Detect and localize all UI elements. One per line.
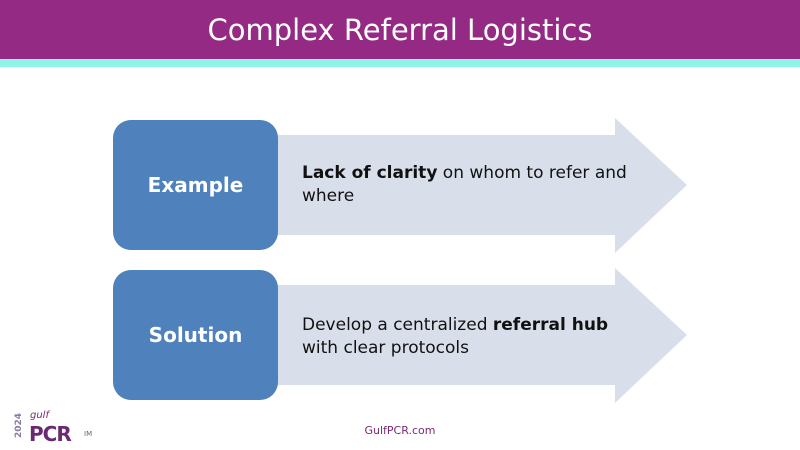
arrow-solution bbox=[250, 268, 687, 403]
footer-url[interactable]: GulfPCR.com bbox=[364, 424, 436, 437]
logo-name: PCR bbox=[29, 422, 72, 446]
solution-text-pre: Develop a centralized bbox=[302, 315, 493, 335]
slide-title: Complex Referral Logistics bbox=[0, 0, 800, 59]
header-stripe bbox=[0, 59, 800, 67]
example-text-rest: on whom to refer and where bbox=[302, 163, 627, 206]
arrow-example bbox=[250, 118, 687, 253]
logo-brand: gulf bbox=[30, 410, 49, 421]
example-box: Example bbox=[113, 120, 278, 250]
example-label: Example bbox=[147, 173, 244, 197]
solution-label: Solution bbox=[148, 323, 243, 347]
solution-text: Develop a centralized referral hub with … bbox=[302, 314, 642, 360]
logo-year: 2024 bbox=[14, 412, 24, 438]
gulfpcr-logo: 2024 gulf PCR IM bbox=[14, 410, 114, 448]
solution-text-post: with clear protocols bbox=[302, 338, 470, 358]
example-text: Lack of clarity on whom to refer and whe… bbox=[302, 162, 642, 208]
logo-mark: IM bbox=[84, 430, 93, 438]
solution-box: Solution bbox=[113, 270, 278, 400]
example-text-bold: Lack of clarity bbox=[302, 163, 438, 183]
solution-text-bold: referral hub bbox=[492, 315, 609, 335]
